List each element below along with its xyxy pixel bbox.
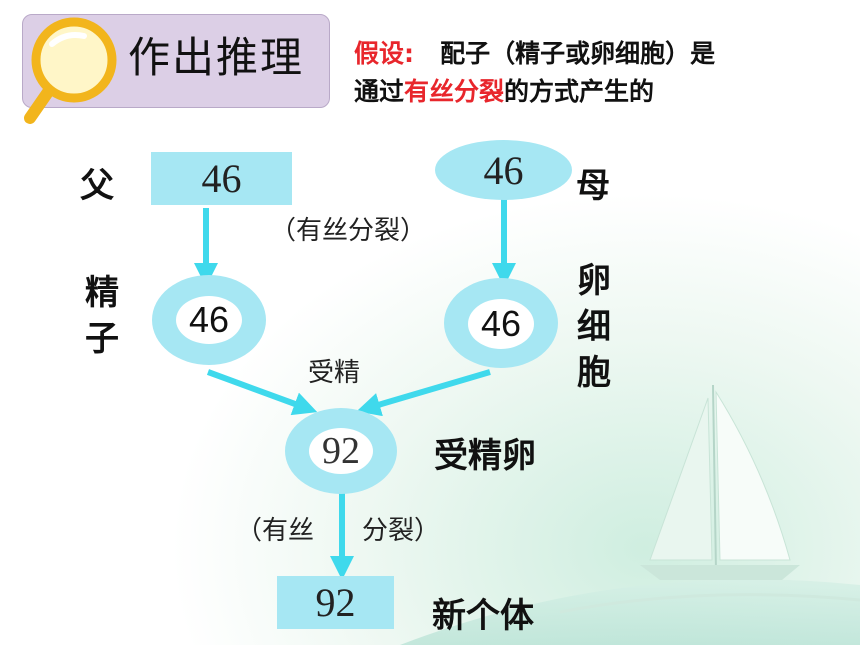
zygote-label: 受精卵 xyxy=(434,436,536,476)
sperm-label: 精子 xyxy=(85,273,119,359)
zygote-value: 92 xyxy=(309,428,373,474)
egg-cell: 46 xyxy=(444,278,558,368)
new-individual-box: 92 xyxy=(277,576,394,629)
mitosis-label-bottom-right: 分裂） xyxy=(362,516,441,546)
hypothesis-line-2: 通过有丝分裂的方式产生的 xyxy=(354,72,654,108)
magnifier-icon xyxy=(24,17,117,124)
page-title: 作出推理 xyxy=(128,33,305,82)
egg-value: 46 xyxy=(468,299,534,349)
sperm-cell: 46 xyxy=(152,275,266,365)
mitosis-label-bottom-left: （有丝 xyxy=(236,516,315,546)
new-individual-label: 新个体 xyxy=(432,596,534,636)
hypothesis-line-1: 假设: 配子（精子或卵细胞）是 xyxy=(354,34,715,70)
hypothesis-highlight: 有丝分裂 xyxy=(404,77,505,106)
mitosis-label-top: （有丝分裂） xyxy=(270,216,427,246)
mother-ellipse: 46 xyxy=(435,140,572,200)
arrow-egg-to-zygote xyxy=(356,369,491,417)
hypothesis-text-2b: 的方式产生的 xyxy=(504,77,655,106)
egg-label: 卵细胞 xyxy=(577,261,611,393)
hypothesis-text-1: 配子（精子或卵细胞）是 xyxy=(440,39,716,68)
hypothesis-text-2a: 通过 xyxy=(354,77,405,106)
father-box: 46 xyxy=(151,152,292,205)
mother-label: 母 xyxy=(576,166,610,206)
hypothesis-label: 假设: xyxy=(354,39,414,68)
arrow-sperm-to-zygote xyxy=(206,369,318,416)
father-label: 父 xyxy=(80,166,114,206)
sperm-value: 46 xyxy=(176,296,242,344)
zygote-cell: 92 xyxy=(285,408,397,494)
fertilization-label: 受精 xyxy=(308,358,361,388)
